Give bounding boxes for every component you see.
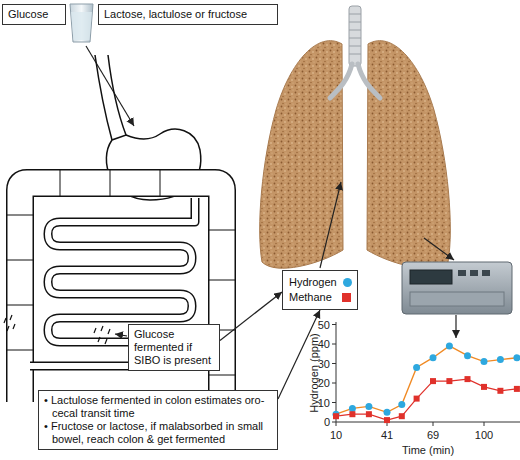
key-row: Hydrogen [289,275,351,290]
esophagus [108,55,126,135]
methane-point [497,388,503,394]
hydrogen-marker [343,278,352,287]
colon [20,183,222,402]
exhale-arrow [320,182,341,268]
right-lung [367,41,450,269]
hydrogen-point [384,409,391,416]
bacteria-marks [4,315,15,331]
axis-title: Hydrogen (ppm) [307,318,321,428]
axis-tick-label: 100 [469,428,499,442]
analyser-screen [410,270,452,284]
axis-title: Time (min) [388,443,468,457]
axis-tick-label: 10 [321,428,351,442]
bacteria-marks [94,326,110,344]
axis-tick-label: 41 [372,428,402,442]
hydrogen-point [513,354,520,361]
methane-point [430,378,436,384]
methane-point [465,376,471,382]
axis-tick-label: 50 [300,318,330,332]
hydrogen-point [464,352,471,359]
substrate-box: Glucose [2,4,66,25]
substrate-box: Lactose, lactulose or fructose [98,4,278,25]
hydrogen-point [365,403,372,410]
node-text: Methane [289,290,332,305]
key-row: Methane [289,290,351,305]
methane-point [366,411,372,417]
trachea-rings [349,14,361,54]
gas-key-box: HydrogenMethane [282,270,358,310]
methane-marker [342,293,351,302]
water [71,12,92,40]
methane-point [481,384,487,390]
analyser-button [458,270,466,276]
sample-arrow [424,238,454,260]
node-text: Glucose fermented if SIBO is present [134,328,214,367]
hydrogen-point [430,354,437,361]
methane-points [333,376,520,423]
hydrogen-points [333,342,520,417]
hydrogen-point [481,358,488,365]
x-axis [336,422,520,423]
methane-point [384,417,390,423]
methane-point [399,413,405,419]
note-box: Glucose fermented if SIBO is present [128,324,220,371]
hydrogen-point [413,364,420,371]
methane-point [446,378,452,384]
node-text: Lactose, lactulose or fructose [104,8,272,21]
methane-line [336,379,517,420]
node-text: Glucose [8,8,60,21]
hydrogen-line [336,346,517,414]
left-lung [260,41,343,269]
methane-point [349,411,355,417]
colon [20,183,222,402]
hydrogen-point [349,405,356,412]
note-box: • Lactulose fermented in colon estimates… [38,390,278,450]
methane-point [514,386,520,392]
methane-point [333,413,339,419]
colon-haustra [6,170,236,375]
result-arrow [455,315,456,338]
connector-arrow [220,292,282,340]
node-text: Hydrogen [289,275,337,290]
hydrogen-point [398,401,405,408]
analyser-button [482,270,490,276]
node-text: • Fructose or lactose, if malabsorbed in… [44,420,272,446]
hydrogen-point [446,342,453,349]
axis-ticks [332,325,484,427]
analyser-button [470,270,478,276]
ingestion-arrow [86,46,134,126]
trachea [349,6,361,66]
axis-tick-label: 0 [300,415,330,429]
bronchi [330,64,380,98]
y-axis [336,322,337,422]
axis-tick-label: 69 [418,428,448,442]
node-text: • Lactulose fermented in colon estimates… [44,394,272,420]
analyser-panel [410,292,504,306]
water-glass [70,4,93,42]
breath-analyser [402,262,512,314]
methane-point [414,396,420,402]
pointer-arrow [115,334,127,336]
hydrogen-point [497,356,504,363]
